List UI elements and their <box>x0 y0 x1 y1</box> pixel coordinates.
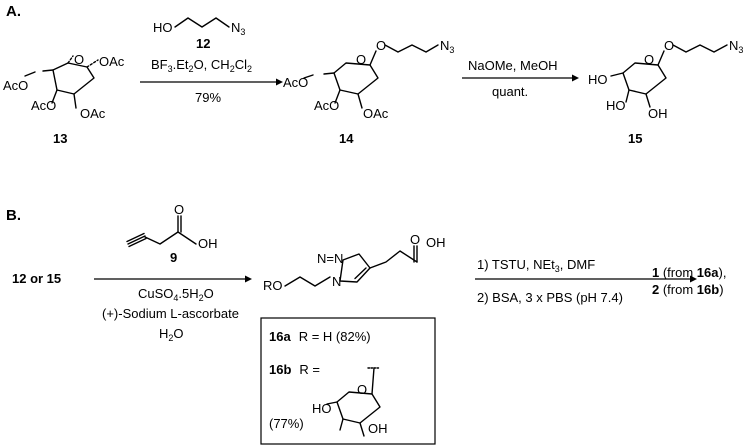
product-carbonyl-o: O <box>410 232 420 247</box>
arrow-b1-catalyst: CuSO4.5H2O <box>138 286 214 303</box>
reagent-9-carbonyl-o: O <box>174 202 184 217</box>
compound-14-ring-o: O <box>356 52 366 67</box>
compound-13-aco-2: AcO <box>31 98 56 113</box>
product-1-line: 1 (from 16a), <box>652 265 726 280</box>
box-fucose-ho: HO <box>312 401 332 416</box>
reagent-9-structure: O OH 9 <box>126 202 218 265</box>
arrow-b1-reductant: (+)-Sodium L-ascorbate <box>102 306 239 321</box>
reagent-9-oh: OH <box>198 236 218 251</box>
arrow-b2-step2: 2) BSA, 3 x PBS (pH 7.4) <box>477 290 623 305</box>
arrow-a1-yield: 79% <box>195 90 221 105</box>
reagent-12-ho: HO <box>153 20 173 35</box>
compound-13-oac-1: OAc <box>99 54 125 69</box>
box-fucose-ring-o: O <box>357 382 367 397</box>
compound-15-structure: O N3 O HO HO OH 15 <box>588 38 743 146</box>
section-b-label: B. <box>6 207 21 224</box>
compound-13-ring-o: O <box>74 52 84 67</box>
r-group-box <box>260 317 436 445</box>
box-fucose-structure: O HO OH <box>312 367 388 437</box>
product-n1: N <box>332 274 341 289</box>
box-fucose-oh: OH <box>368 421 388 436</box>
product-n-eq-n: N=N <box>317 251 343 266</box>
compound-14-oac: OAc <box>363 106 389 121</box>
arrow-a2-line1: NaOMe, MeOH <box>468 58 558 73</box>
arrow-a2-line2: quant. <box>492 84 528 99</box>
compound-15-label: 15 <box>628 131 642 146</box>
compound-13-label: 13 <box>53 131 67 146</box>
reagent-12-n3: N3 <box>231 20 245 37</box>
compound-13-structure: O OAc AcO AcO OAc 13 <box>3 52 125 146</box>
compound-15-glyco-o: O <box>664 38 674 53</box>
arrow-b1-head <box>245 275 252 283</box>
compound-15-ring-o: O <box>644 52 654 67</box>
arrow-a1-head <box>276 78 283 86</box>
compound-14-n3: N3 <box>440 38 454 55</box>
compound-15-ho-2: HO <box>606 98 626 113</box>
box-16b-yield: (77%) <box>269 416 304 431</box>
arrow-b2-head <box>690 275 697 283</box>
product-2-line: 2 (from 16b) <box>652 282 724 297</box>
start-material: 12 or 15 <box>12 271 61 286</box>
compound-14-glyco-o: O <box>376 38 386 53</box>
compound-14-aco-1: AcO <box>283 75 308 90</box>
compound-14-aco-2: AcO <box>314 98 339 113</box>
arrow-a1-conditions: BF3.Et2O, CH2Cl2 <box>151 57 252 74</box>
arrow-b2-step1: 1) TSTU, NEt3, DMF <box>477 257 595 274</box>
compound-13-aco-1: AcO <box>3 78 28 93</box>
compound-14-structure: O N3 O AcO AcO OAc 14 <box>283 38 454 146</box>
triazole-product-structure: RO N N=N O OH <box>263 232 446 293</box>
compound-12-label: 12 <box>196 36 210 51</box>
compound-15-n3: N3 <box>729 38 743 55</box>
compound-13-oac-2: OAc <box>80 106 106 121</box>
compound-15-oh: OH <box>648 106 668 121</box>
arrow-b1-solvent: H2O <box>159 326 184 343</box>
product-oh: OH <box>426 235 446 250</box>
section-a-label: A. <box>6 3 21 20</box>
arrow-a2-head <box>572 74 579 82</box>
product-ro: RO <box>263 278 283 293</box>
compound-15-ho-1: HO <box>588 72 608 87</box>
compound-14-label: 14 <box>339 131 354 146</box>
reagent-12-structure: HO N3 12 <box>153 17 245 51</box>
compound-9-label: 9 <box>170 250 177 265</box>
